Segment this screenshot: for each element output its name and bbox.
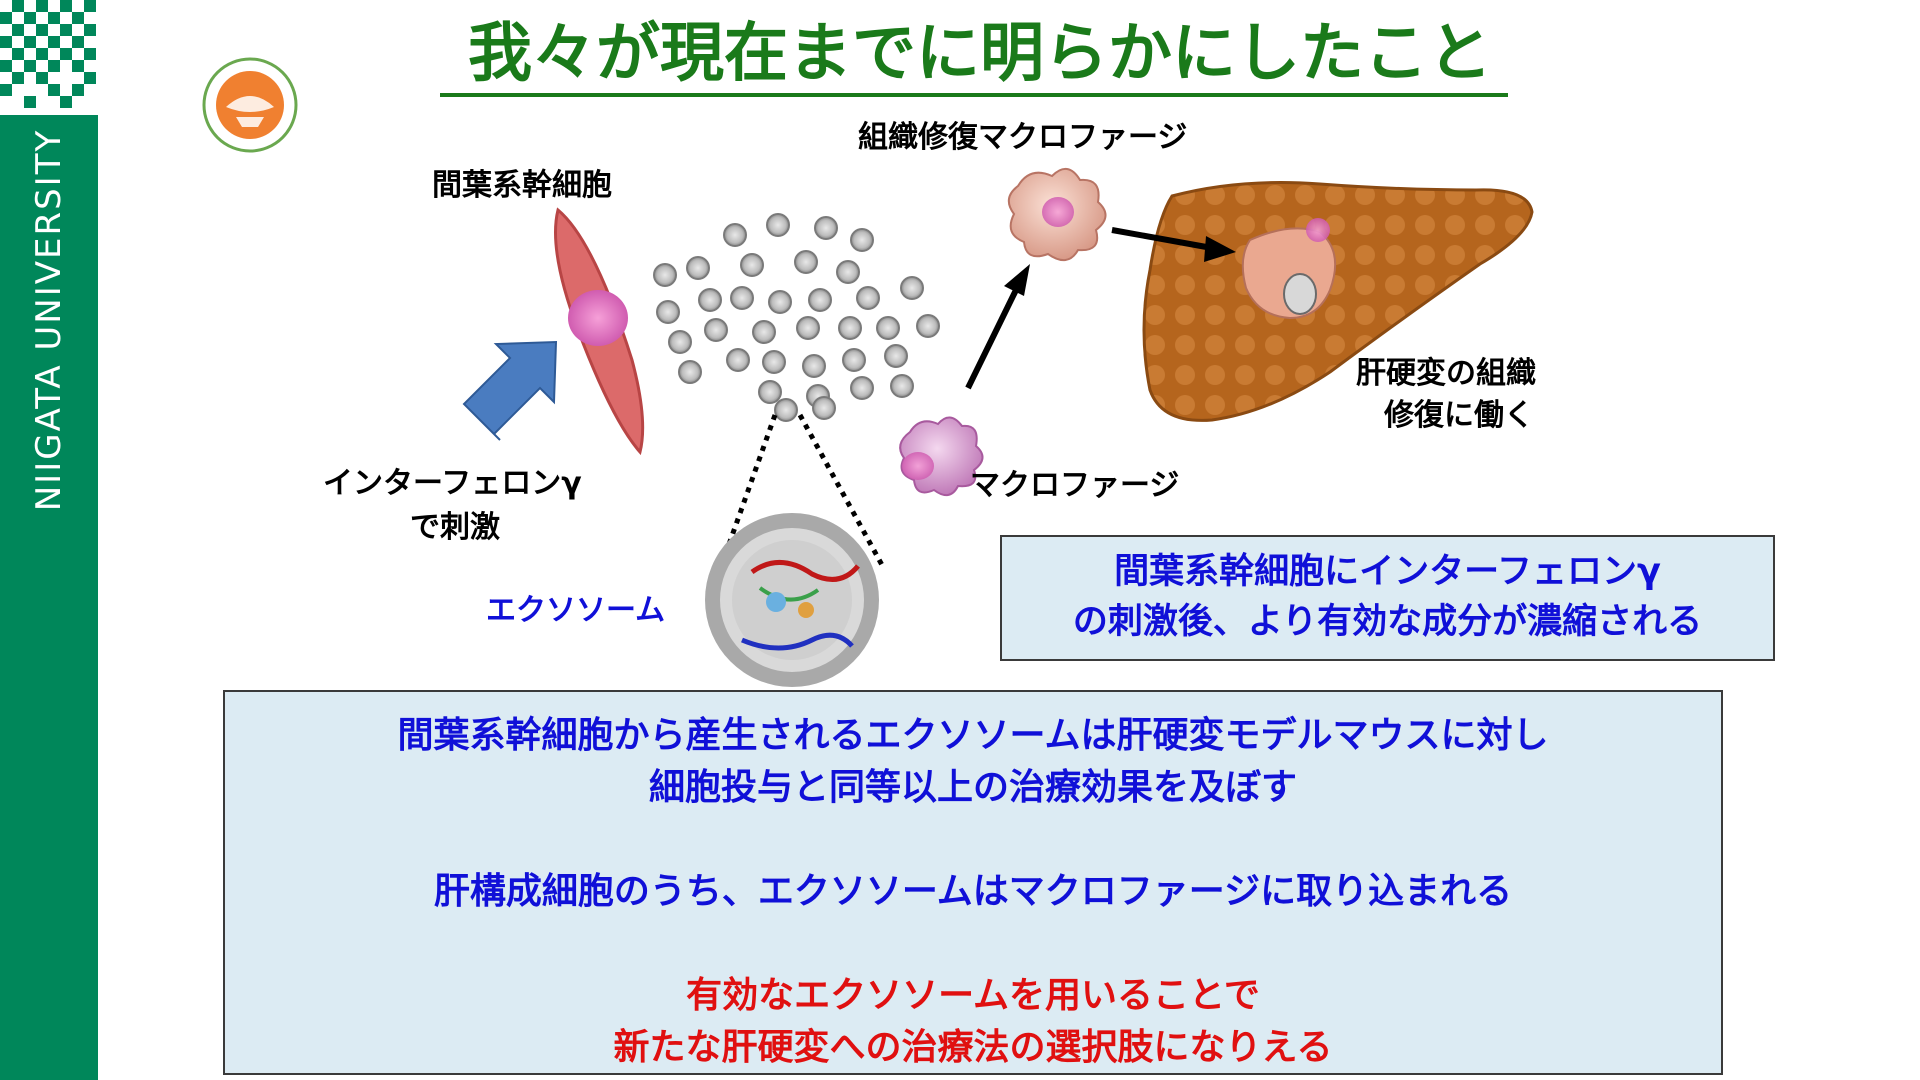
summary-p1-line2: 細胞投与と同等以上の治療効果を及ぼす bbox=[648, 767, 1297, 808]
pixel-pattern-icon bbox=[0, 0, 98, 115]
summary-p3-line1: 有効なエクソソームを用いることで bbox=[686, 975, 1260, 1016]
title-underline bbox=[440, 93, 1508, 97]
summary-box: 間葉系幹細胞から産生されるエクソソームは肝硬変モデルマウスに対し 細胞投与と同等… bbox=[223, 690, 1723, 1075]
stimulation-arrow-icon bbox=[462, 340, 558, 441]
exosome-label: エクソソーム bbox=[486, 593, 666, 628]
repair-macrophage-icon bbox=[1007, 168, 1107, 261]
summary-p1-line1: 間葉系幹細胞から産生されるエクソソームは肝硬変モデルマウスに対し bbox=[397, 715, 1549, 756]
stimulation-label-line1: インターフェロンγ bbox=[323, 466, 582, 501]
summary-p3-line2: 新たな肝硬変への治療法の選択肢になりえる bbox=[613, 1027, 1333, 1068]
liver-icon bbox=[1142, 181, 1534, 422]
msc-label: 間葉系幹細胞 bbox=[432, 168, 612, 203]
mesenchymal-stem-cell-icon bbox=[554, 207, 645, 456]
repair-macrophage-label: 組織修復マクロファージ bbox=[858, 120, 1188, 155]
page-title: 我々が現在までに明らかにしたこと bbox=[468, 17, 1492, 91]
liver-label-line1: 肝硬変の組織 bbox=[1356, 356, 1536, 391]
transform-arrow bbox=[965, 264, 1030, 390]
summary-p2-line1: 肝構成細胞のうち、エクソソームはマクロファージに取り込まれる bbox=[433, 871, 1513, 912]
university-sidebar: NIIGATA UNIVERSITY bbox=[0, 0, 98, 1080]
stimulation-label-line2: で刺激 bbox=[410, 510, 500, 545]
macrophage-label: マクロファージ bbox=[970, 468, 1180, 503]
exosome-cluster bbox=[653, 213, 940, 422]
info-box: 間葉系幹細胞にインターフェロンγ の刺激後、より有効な成分が濃縮される bbox=[1000, 535, 1775, 661]
liver-label-line2: 修復に働く bbox=[1384, 398, 1534, 433]
to-liver-arrow bbox=[1111, 227, 1236, 262]
info-line-1: 間葉系幹細胞にインターフェロンγ bbox=[1114, 552, 1661, 592]
exosome-icon bbox=[705, 513, 879, 687]
macrophage-icon bbox=[899, 416, 984, 497]
info-line-2: の刺激後、より有効な成分が濃縮される bbox=[1072, 602, 1703, 642]
dept-logo-icon bbox=[202, 57, 298, 153]
